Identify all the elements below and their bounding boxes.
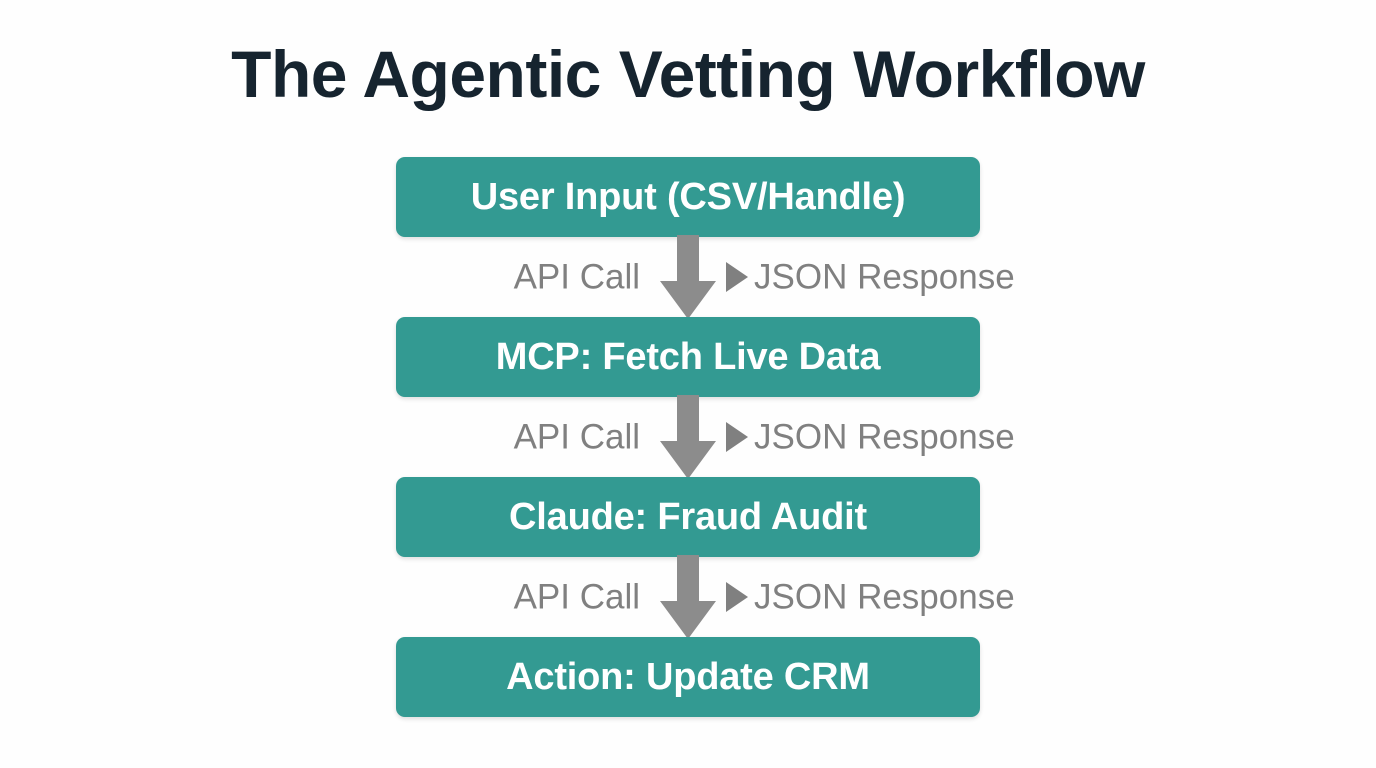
page-title: The Agentic Vetting Workflow [231,37,1145,111]
triangle-right-icon [726,582,748,612]
connector-left-label: API Call [513,257,640,297]
flow-node-claude-audit[interactable]: Claude: Fraud Audit [396,477,980,557]
flow-connector-2: API Call JSON Response [396,395,1015,479]
flow-node-mcp-fetch[interactable]: MCP: Fetch Live Data [396,317,980,397]
connector-right-label: JSON Response [754,257,1015,297]
arrow-down-icon [660,235,716,319]
flow-node-label: Action: Update CRM [506,656,870,698]
connector-left-label: API Call [513,417,640,457]
connector-right-label: JSON Response [754,417,1015,457]
connector-left-label: API Call [513,577,640,617]
flow-connector-1: API Call JSON Response [396,235,1015,319]
connector-right-label: JSON Response [754,577,1015,617]
flow-node-label: MCP: Fetch Live Data [495,336,881,378]
flow-connector-3: API Call JSON Response [396,555,1015,639]
arrow-down-icon [660,395,716,479]
arrow-down-icon [660,555,716,639]
flow-node-user-input[interactable]: User Input (CSV/Handle) [396,157,980,237]
flow-node-label: User Input (CSV/Handle) [470,176,906,218]
triangle-right-icon [726,262,748,292]
flow-node-action-crm[interactable]: Action: Update CRM [396,637,980,717]
flow-node-label: Claude: Fraud Audit [509,496,867,538]
workflow-flowchart: User Input (CSV/Handle) API Call JSON Re… [396,157,1015,717]
triangle-right-icon [726,422,748,452]
